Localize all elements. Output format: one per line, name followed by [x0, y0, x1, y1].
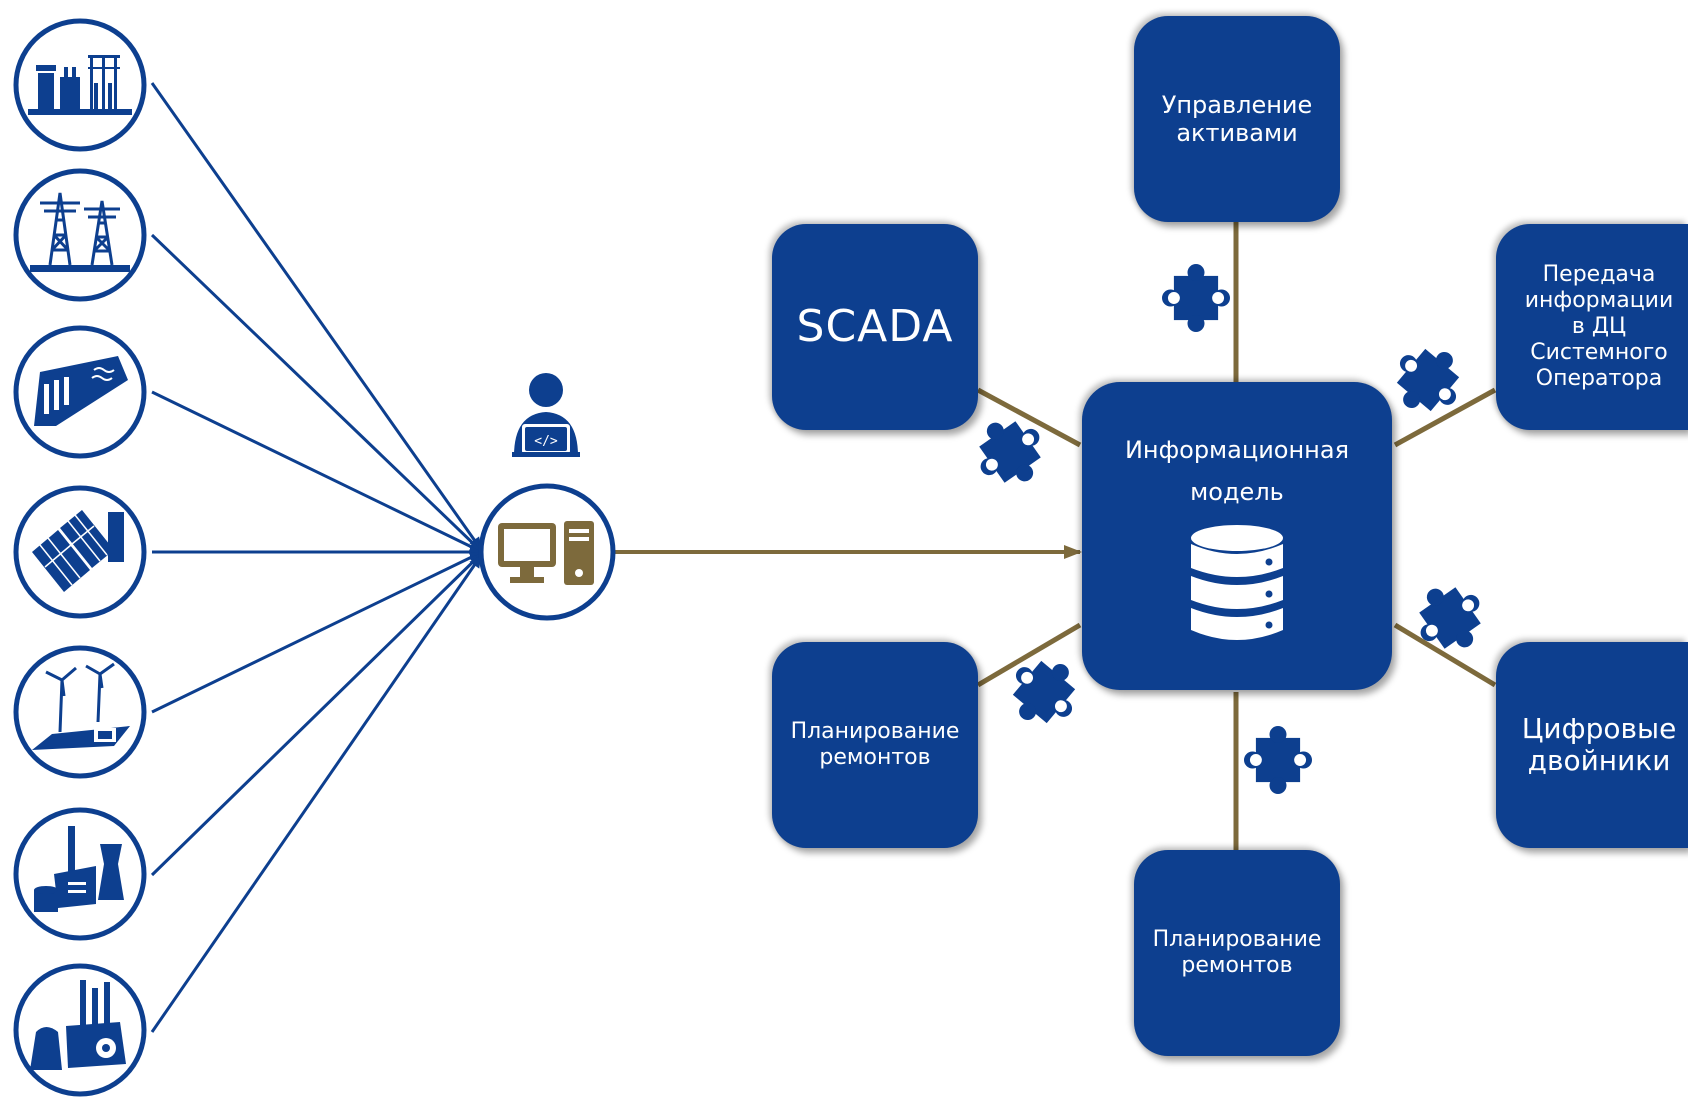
power-line-towers-icon [13, 168, 147, 302]
wind-farm-icon [13, 645, 147, 779]
system-operator-label-line2: информации [1524, 288, 1674, 313]
system-operator-label-line3: в ДЦ [1571, 314, 1627, 339]
link-line-repair-planning-left [976, 622, 1082, 688]
repair-planning-bottom-label-line1: Планирование [1152, 927, 1322, 952]
puzzle-piece-icon [1244, 726, 1312, 794]
link-line-source-1 [150, 82, 482, 550]
puzzle-piece-icon [1012, 660, 1076, 724]
puzzle-piece-icon [1162, 264, 1230, 332]
system-operator-box: Передача информации в ДЦ Системного Опер… [1496, 224, 1688, 430]
link-line-source-3 [151, 390, 482, 553]
system-operator-label-line1: Передача [1542, 262, 1656, 287]
puzzle-piece-icon [1396, 348, 1460, 412]
link-line-source-7 [150, 555, 482, 1033]
repair-planning-left-label-line2: ремонтов [819, 745, 931, 770]
link-line-source-6 [150, 553, 482, 877]
asset-management-label-line1: Управление [1161, 91, 1313, 119]
repair-planning-left-box: Планирование ремонтов [772, 642, 978, 848]
puzzle-piece-icon [979, 421, 1041, 483]
scada-box: SCADA [772, 224, 978, 430]
information-model-title-line2: модель [1190, 478, 1284, 506]
information-model-box: Информационная модель [1082, 382, 1392, 690]
asset-management-box: Управление активами [1134, 16, 1340, 222]
link-line-scada [976, 387, 1082, 448]
svg-text:</>: </> [534, 434, 558, 449]
puzzle-piece-icon [1419, 587, 1481, 649]
repair-planning-left-label-line1: Планирование [790, 719, 960, 744]
digital-twins-label-line1: Цифровые [1521, 712, 1677, 745]
developer-user-icon: </> [512, 373, 580, 457]
system-operator-label-line5: Оператора [1535, 366, 1663, 391]
solar-panels-icon [13, 485, 147, 619]
asset-management-label-line2: активами [1176, 119, 1298, 147]
repair-planning-bottom-box: Планирование ремонтов [1134, 850, 1340, 1056]
nuclear-power-plant-icon [13, 963, 147, 1097]
computer-icon [478, 483, 616, 621]
scada-label: SCADA [796, 301, 954, 352]
system-operator-label-line4: Системного [1530, 340, 1668, 365]
repair-planning-bottom-label-line2: ремонтов [1181, 953, 1293, 978]
digital-twins-label-line2: двойники [1527, 744, 1671, 777]
thermal-power-plant-icon [13, 807, 147, 941]
hydro-dam-icon [13, 325, 147, 459]
substation-icon [13, 18, 147, 152]
information-model-title-line1: Информационная [1124, 436, 1350, 464]
link-line-source-5 [151, 551, 482, 714]
link-line-system-operator [1393, 387, 1497, 448]
link-line-digital-twins [1393, 622, 1497, 688]
digital-twins-box: Цифровые двойники [1496, 642, 1688, 848]
database-icon [1191, 525, 1283, 640]
link-line-source-2 [150, 233, 482, 552]
